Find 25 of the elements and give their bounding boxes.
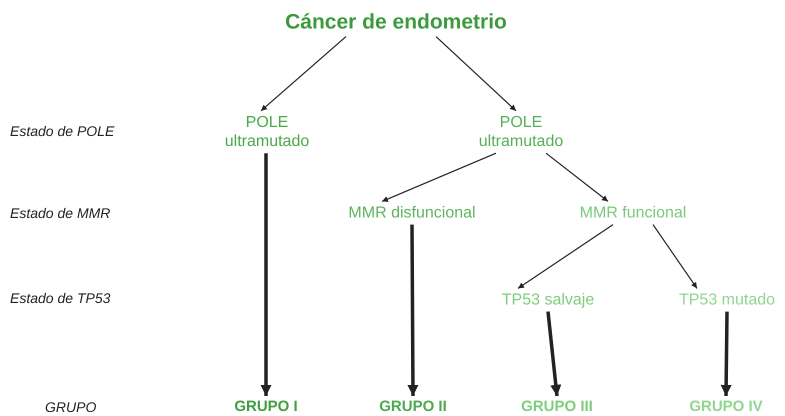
status-text: MMR disfuncional [344, 201, 480, 225]
status-text: MMR funcional [576, 201, 690, 225]
arrow [546, 152, 608, 202]
arrow [260, 153, 272, 396]
arrow [382, 152, 496, 202]
arrow [260, 36, 346, 112]
group-text: GRUPO IV [685, 396, 767, 416]
group-text: GRUPO III [517, 396, 597, 416]
row-label: Estado de POLE [10, 123, 114, 139]
arrow [720, 312, 732, 396]
row-label: Estado de MMR [10, 205, 110, 221]
title-text: Cáncer de endometrio [281, 7, 511, 37]
arrow [407, 224, 419, 396]
arrow [652, 224, 698, 289]
row-label: GRUPO [45, 399, 96, 415]
row-label: Estado de TP53 [10, 290, 110, 306]
status-text: TP53 salvaje [498, 288, 598, 312]
status-text: POLE ultramutado [213, 110, 321, 154]
status-text: TP53 mutado [674, 288, 780, 312]
arrow [518, 224, 614, 289]
arrow [546, 311, 562, 396]
arrow [436, 36, 516, 112]
status-text: POLE ultramutado [467, 110, 575, 154]
group-text: GRUPO II [375, 396, 451, 416]
group-text: GRUPO I [230, 396, 302, 416]
